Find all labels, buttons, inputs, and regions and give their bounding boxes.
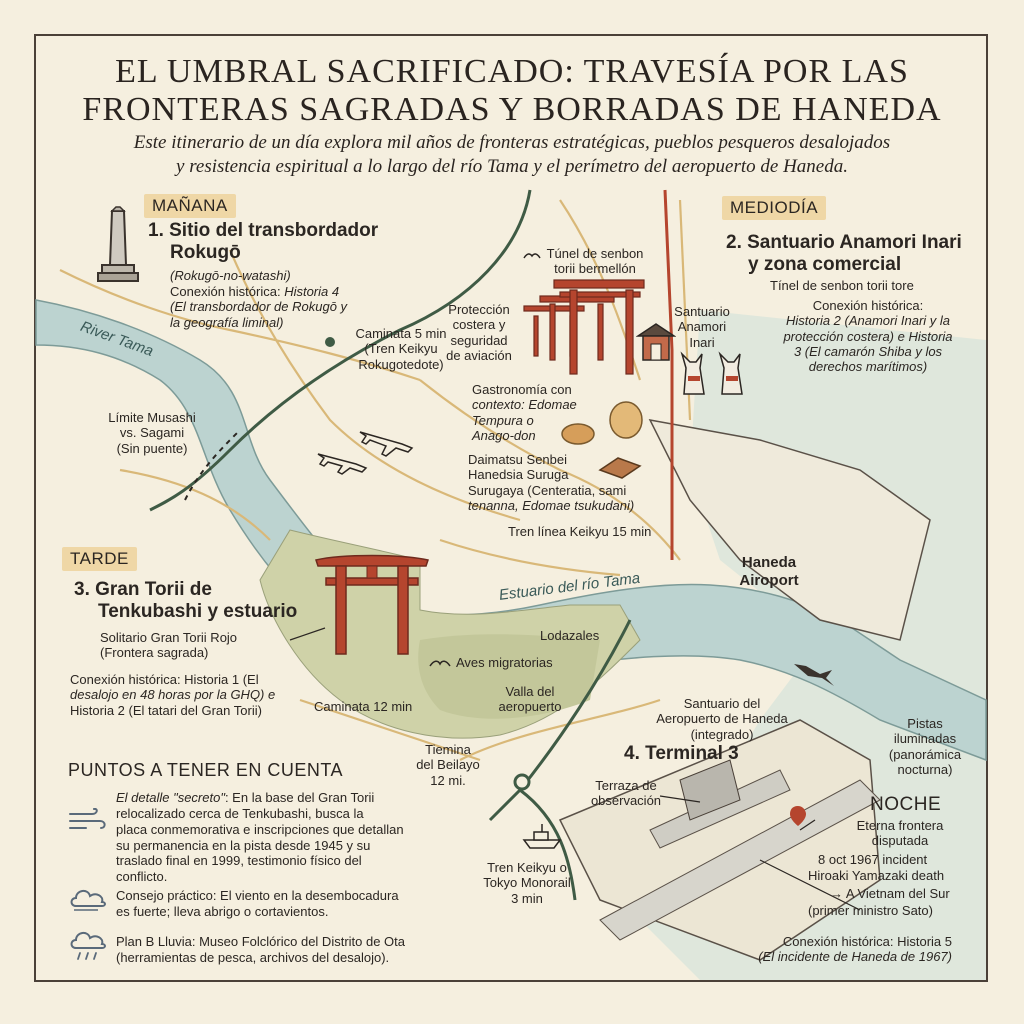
daimatsu-senbei-label: Daimatsu Senbei Hanedsia Suruga Surugaya… bbox=[468, 452, 635, 513]
tama-river bbox=[35, 299, 987, 762]
heron-icon bbox=[794, 664, 834, 686]
migratory-birds-label: Aves migratorias bbox=[456, 655, 553, 670]
stop3-title: 3. Gran Torii de Tenkubashi y estuario bbox=[74, 579, 298, 623]
tip-practical: Consejo práctico: El viento en la desemb… bbox=[116, 888, 399, 919]
leader-line bbox=[659, 795, 701, 803]
road bbox=[59, 269, 421, 382]
shrine-icon bbox=[636, 323, 676, 361]
tip-rain-plan: Plan B Lluvia: Museo Folclórico del Dist… bbox=[116, 934, 406, 965]
station-marker bbox=[325, 337, 335, 347]
stop2-connection: Conexión histórica: Historia 2 (Anamori … bbox=[783, 298, 953, 375]
stop4-shrine: Santuario del Aeropuerto de Haneda (inte… bbox=[656, 696, 788, 742]
runways-label: Pistas iluminadas (panorámica nocturna) bbox=[888, 716, 962, 777]
walk5-label: Caminata 5 min (Tren Keikyu Rokugotedote… bbox=[355, 326, 447, 372]
cloud-icon bbox=[70, 890, 106, 911]
stop4-terrace: Terraza de observación bbox=[590, 778, 662, 809]
musashi-boundary-label: Límite Musashi vs. Sagami (Sin puente) bbox=[108, 410, 196, 456]
monorail-line bbox=[519, 788, 577, 901]
stop3-connection: Conexión histórica: Historia 1 (El desal… bbox=[70, 672, 276, 718]
station-marker bbox=[513, 773, 531, 791]
night-incident-date: 8 oct 1967 incident bbox=[818, 852, 928, 867]
torii-tunnel-label: Túnel de senbon torii bermellón bbox=[546, 246, 644, 277]
bird-icon bbox=[429, 660, 451, 667]
mudflats bbox=[418, 634, 600, 719]
night-death-label: Hiroaki Yamazaki death bbox=[808, 868, 945, 883]
rain-icon bbox=[70, 932, 106, 960]
road bbox=[299, 698, 481, 762]
anamori-shrine-label: Santuario Anamori Inari bbox=[674, 304, 730, 350]
subtitle-line1: Este itinerario de un día explora mil añ… bbox=[133, 132, 891, 153]
haneda-airport-label: Haneda Airoport bbox=[739, 554, 799, 589]
torii-icon bbox=[523, 279, 645, 375]
leader-line bbox=[759, 859, 861, 911]
torii-icon bbox=[315, 554, 429, 655]
night-frontier-label: Eterna frontera disputada bbox=[856, 818, 944, 849]
map-frame bbox=[34, 34, 988, 982]
subtitle-line2: y resistencia espiritual a lo largo del … bbox=[176, 156, 848, 177]
senbei-icon bbox=[561, 401, 643, 479]
road bbox=[228, 249, 521, 522]
page-title-line1: EL UMBRAL SACRIFICADO: TRAVESÍA POR LAS bbox=[115, 53, 909, 90]
night-vietnam-label: → A Vietnam del Sur bbox=[830, 886, 950, 901]
section-tag-midday: MEDIODÍA bbox=[722, 196, 827, 220]
mudflats-label: Lodazales bbox=[540, 628, 600, 643]
stop1-connection: Conexión histórica: Historia 4 (El trans… bbox=[170, 284, 348, 330]
night-sato-label: (primer ministro Sato) bbox=[808, 903, 933, 918]
airport-land bbox=[648, 418, 931, 641]
tips-title: PUNTOS A TENER EN CUENTA bbox=[68, 760, 344, 780]
monument-icon bbox=[97, 206, 139, 282]
airplane-icon bbox=[317, 453, 368, 475]
section-tag-afternoon: TARDE bbox=[62, 547, 137, 571]
ferry-icon bbox=[522, 824, 562, 849]
leader-line bbox=[799, 819, 816, 831]
fox-statue-icon bbox=[680, 351, 743, 395]
airport-fence-label: Valla del aeropuerto bbox=[498, 684, 562, 715]
road bbox=[119, 468, 271, 541]
musashi-sagami-boundary bbox=[184, 429, 241, 501]
stop2-title: 2. Santuario Anamori Inari y zona comerc… bbox=[726, 232, 962, 276]
stop4-title: 4. Terminal 3 bbox=[624, 743, 739, 764]
stop2-tunnel: Tínel de senbon torii tore bbox=[770, 278, 914, 293]
section-tag-night: NOCHE bbox=[870, 794, 942, 815]
bird-icon bbox=[523, 253, 541, 259]
terminal-building bbox=[679, 759, 741, 821]
night-connection: Conexión histórica: Historia 5 (El incid… bbox=[758, 934, 952, 965]
train3-label: Tren Keikyu o Tokyo Monorail 3 min bbox=[483, 860, 571, 906]
incident-marker-icon bbox=[790, 806, 806, 826]
keikyu-rail-line bbox=[149, 189, 532, 512]
page-title-line2: FRONTERAS SAGRADAS Y BORRADAS DE HANEDA bbox=[82, 91, 942, 128]
stop3-solitary-torii: Solitario Gran Torii Rojo (Frontera sagr… bbox=[100, 630, 238, 661]
coastal-protection-label: Protección costera y seguridad de aviaci… bbox=[446, 302, 512, 363]
keikyu-airport-line bbox=[663, 189, 674, 560]
wind-icon bbox=[69, 808, 106, 829]
tiemina-label: Tiemina del Beilayo 12 mi. bbox=[416, 742, 480, 788]
airplane-icon bbox=[359, 431, 414, 457]
leader-line bbox=[289, 627, 326, 641]
section-tag-morning: MAÑANA bbox=[144, 194, 236, 218]
gastronomy-label: Gastronomía con contexto: Edomae Tempura… bbox=[472, 382, 577, 443]
stop1-alt-name: (Rokugō-no-watashi) bbox=[170, 268, 291, 283]
stop1-title: 1. Sitio del transbordador Rokugō bbox=[148, 220, 379, 264]
road bbox=[439, 538, 621, 577]
road bbox=[419, 379, 681, 561]
road bbox=[459, 698, 661, 761]
tip-secret-detail: El detalle "secreto": En la base del Gra… bbox=[116, 790, 404, 885]
train15-label: Tren línea Keikyu 15 min bbox=[508, 524, 652, 539]
runway bbox=[599, 779, 881, 941]
walk12-label: Caminata 12 min bbox=[314, 699, 413, 714]
